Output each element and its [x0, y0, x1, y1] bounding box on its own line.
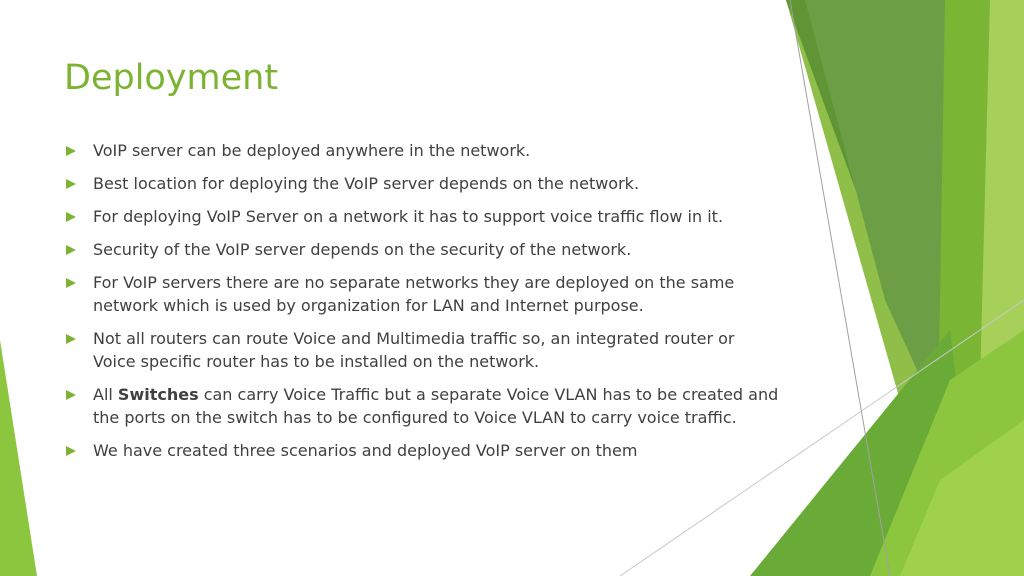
- decor-line-1: [789, 0, 891, 576]
- bullet-item: Not all routers can route Voice and Mult…: [64, 327, 780, 373]
- bullet-item: VoIP server can be deployed anywhere in …: [64, 139, 780, 162]
- bullet-item: Security of the VoIP server depends on t…: [64, 238, 780, 261]
- decor-shape-left-bottom: [0, 340, 37, 576]
- slide-title: Deployment: [64, 58, 279, 98]
- triangle-arrow-icon: [66, 334, 76, 344]
- triangle-arrow-icon: [66, 446, 76, 456]
- triangle-arrow-icon: [66, 245, 76, 255]
- bullet-text-suffix: can carry Voice Traffic but a separate V…: [93, 385, 779, 427]
- bullet-text-prefix: All: [93, 385, 118, 404]
- bullet-item: For VoIP servers there are no separate n…: [64, 271, 780, 317]
- decor-line-2: [619, 299, 1024, 576]
- bullet-text-bold: Switches: [117, 385, 199, 404]
- bullet-text: Not all routers can route Voice and Mult…: [93, 329, 735, 371]
- triangle-arrow-icon: [66, 179, 76, 189]
- bullet-text: For VoIP servers there are no separate n…: [93, 273, 735, 315]
- triangle-arrow-icon: [66, 212, 76, 222]
- bullet-item: All Switches can carry Voice Traffic but…: [64, 383, 780, 429]
- triangle-arrow-icon: [66, 146, 76, 156]
- triangle-arrow-icon: [66, 390, 76, 400]
- bullet-list: VoIP server can be deployed anywhere in …: [64, 139, 780, 472]
- bullet-item: We have created three scenarios and depl…: [64, 439, 780, 462]
- bullet-item: Best location for deploying the VoIP ser…: [64, 172, 780, 195]
- decor-shape-olive: [805, 0, 945, 420]
- bullet-text: VoIP server can be deployed anywhere in …: [93, 141, 531, 160]
- bullet-text: Security of the VoIP server depends on t…: [93, 240, 632, 259]
- bullet-item: For deploying VoIP Server on a network i…: [64, 205, 780, 228]
- bullet-text: For deploying VoIP Server on a network i…: [93, 207, 724, 226]
- bullet-text: Best location for deploying the VoIP ser…: [93, 174, 640, 193]
- decor-shape-bottom-light: [900, 420, 1024, 576]
- bullet-text: We have created three scenarios and depl…: [93, 441, 638, 460]
- triangle-arrow-icon: [66, 278, 76, 288]
